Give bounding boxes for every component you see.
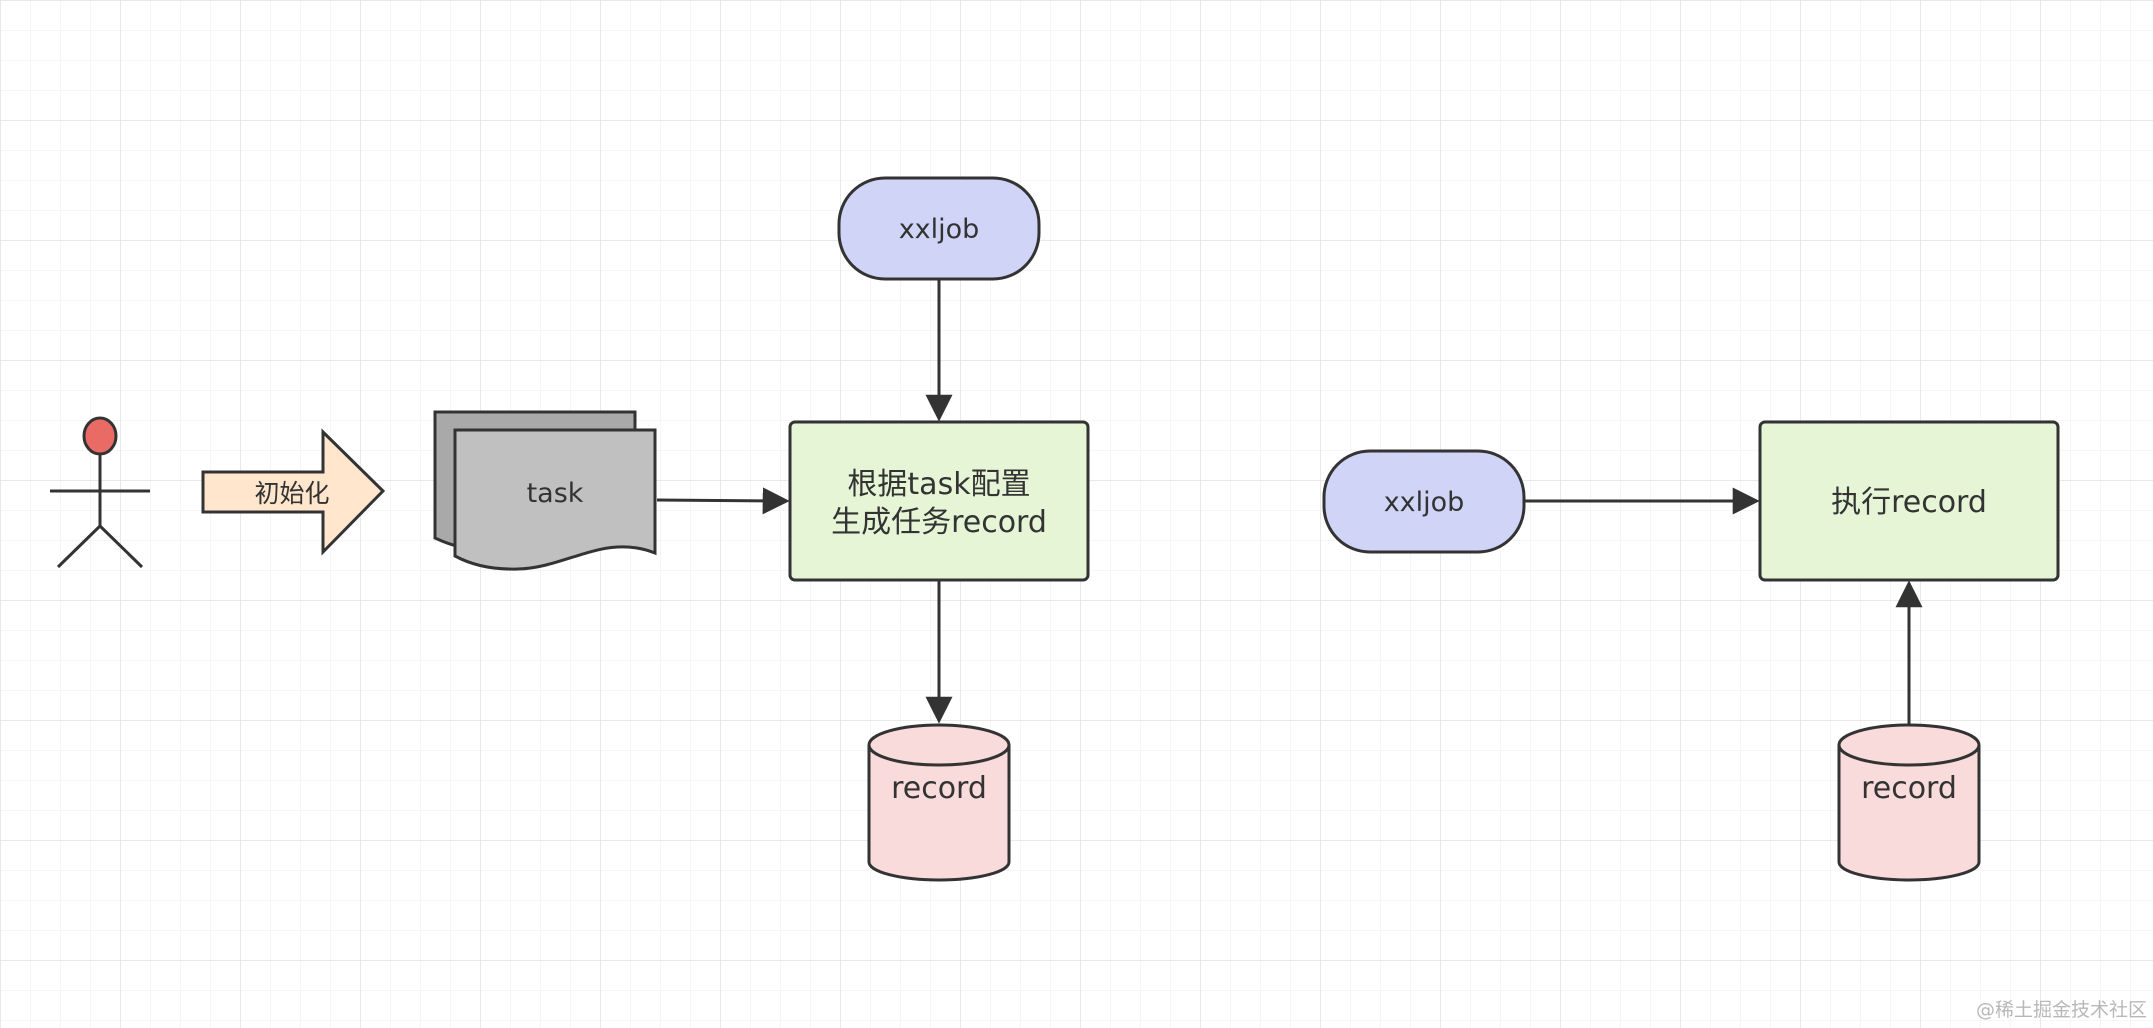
xxljob-top-label: xxljob [899,214,980,245]
record-db-right-top [1837,723,1981,767]
execute-record-shape [1758,420,2060,582]
actor-figure[interactable] [50,416,150,569]
execute-record-box[interactable]: 执行record [1758,420,2060,582]
task-label: task [527,478,584,509]
init-arrow[interactable]: 初始化 [201,428,386,556]
xxljob-right-label: xxljob [1384,487,1465,518]
generate-record-line2: 生成任务record [831,505,1047,540]
record-db-left-label: record [891,771,987,806]
task-documents[interactable]: task [433,410,657,571]
xxljob-top-node[interactable]: xxljob [837,176,1041,281]
task-doc-front [453,428,657,571]
watermark: @稀土掘金技术社区 [1975,999,2147,1021]
edge-task-to-generate[interactable] [656,487,790,515]
init-arrow-label: 初始化 [254,479,329,508]
actor-head [82,416,118,456]
actor-leg-right [98,524,144,569]
record-db-right[interactable]: record [1837,723,1981,882]
actor-leg-left [56,524,102,569]
record-db-right-body [1837,745,1981,882]
record-db-right-label: record [1861,771,1957,806]
generate-record-box[interactable]: 根据task配置 生成任务record [788,420,1090,582]
xxljob-top-shape [837,176,1041,281]
record-db-left[interactable]: record [867,723,1011,882]
xxljob-right-node[interactable]: xxljob [1322,449,1526,554]
init-arrow-shape [201,428,386,556]
generate-record-shape [788,420,1090,582]
record-db-left-top [867,723,1011,767]
generate-record-line1: 根据task配置 [847,467,1030,502]
execute-record-label: 执行record [1831,485,1987,520]
record-db-left-body [867,745,1011,882]
xxljob-right-shape [1322,449,1526,554]
